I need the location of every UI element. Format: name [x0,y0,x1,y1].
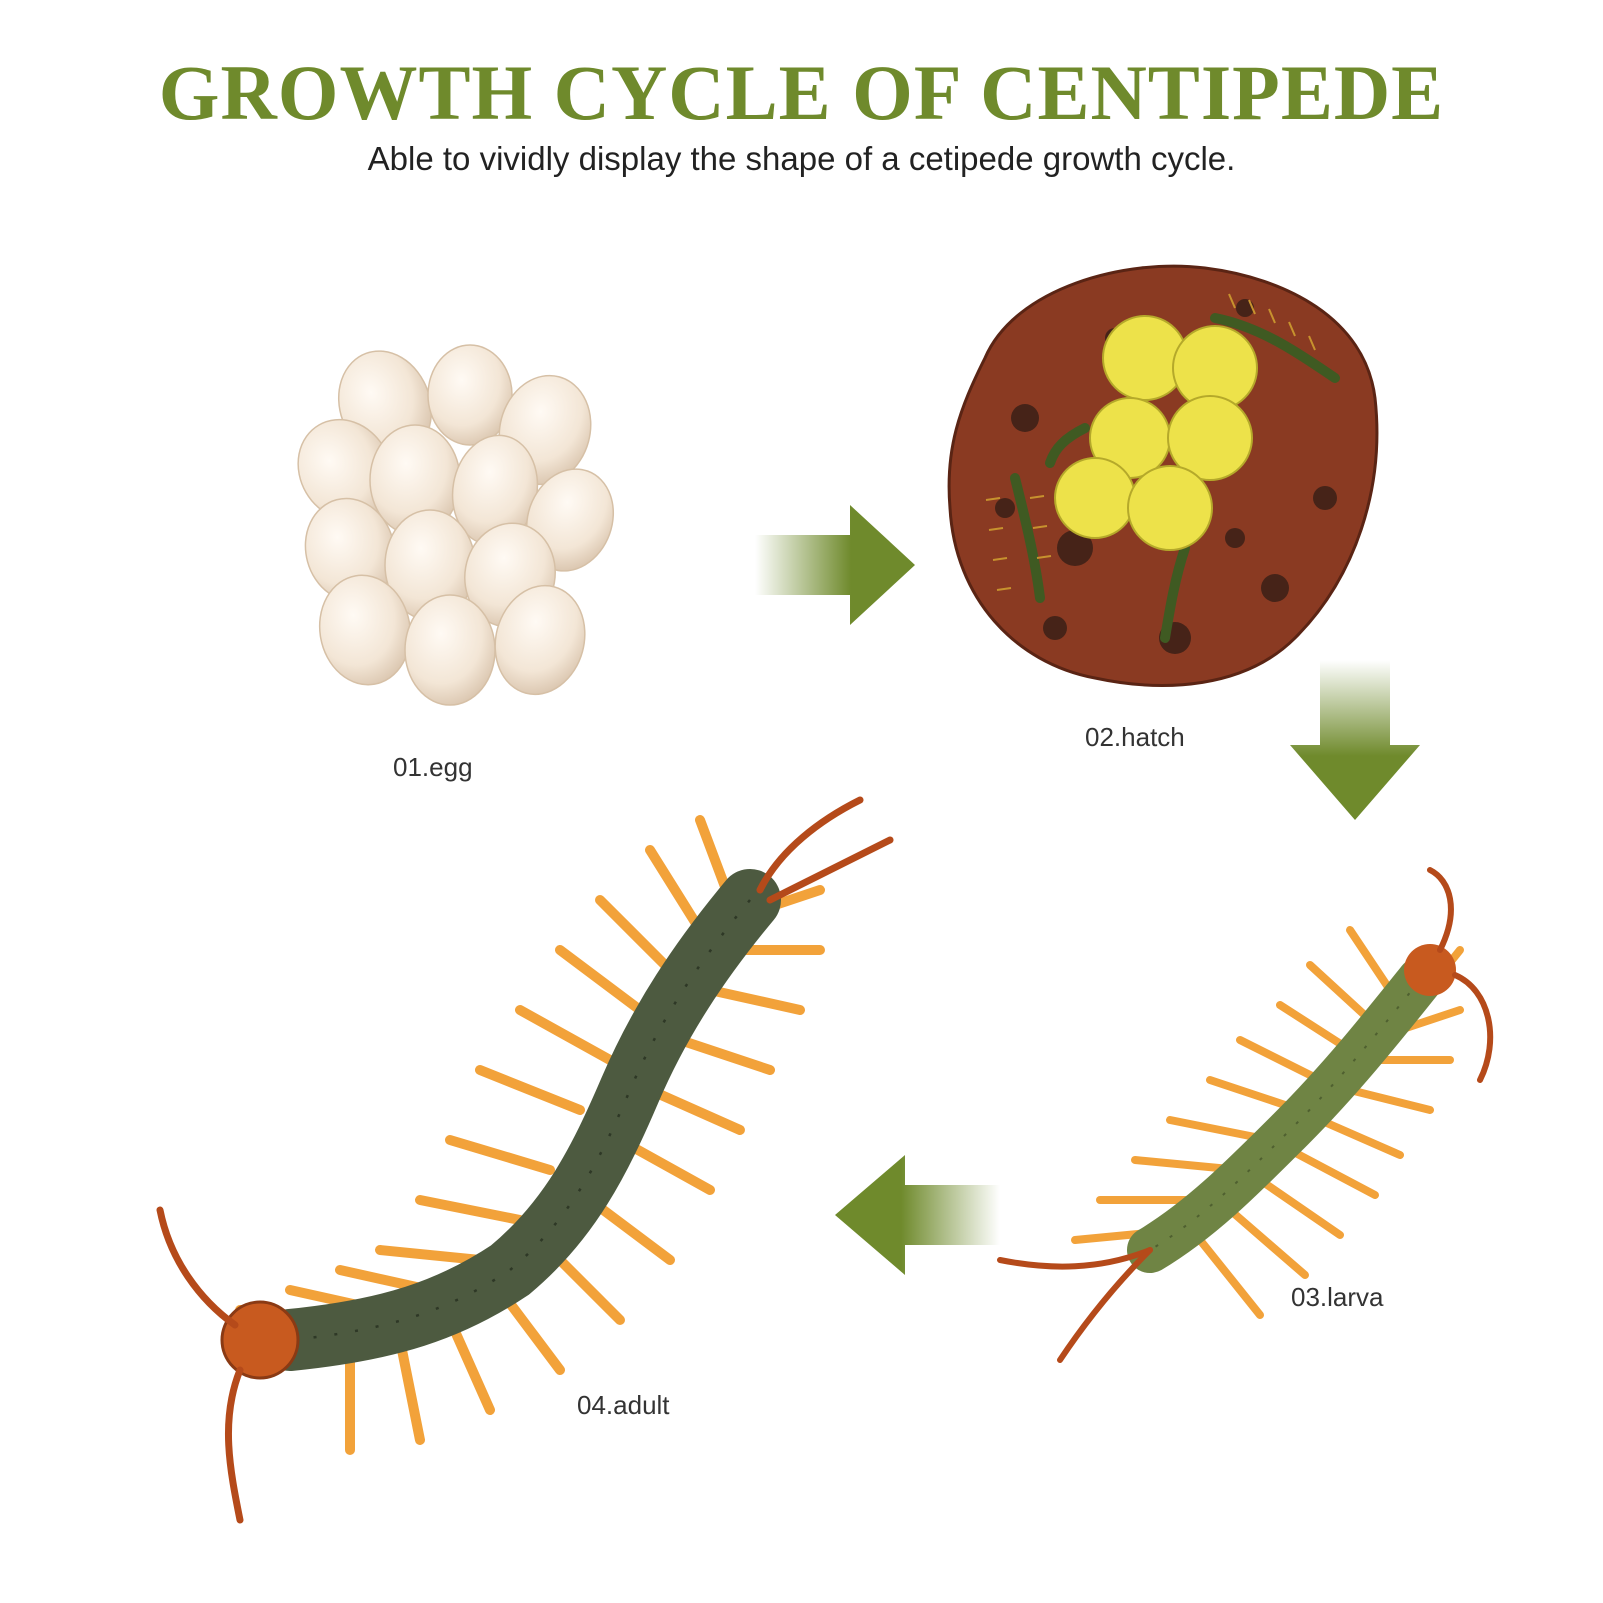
hatchling-group [1010,313,1340,643]
adult-image [156,796,894,1524]
hatch-egg-group [1054,315,1258,551]
page-title: GROWTH CYCLE OF CENTIPEDE [158,49,1445,136]
egg-group [297,344,615,706]
stage-label-larva: 03.larva [1291,1282,1384,1312]
hatch-rock-image [947,264,1379,687]
stage-label-adult: 04.adult [577,1390,670,1420]
stage-label-egg: 01.egg [393,752,473,782]
larva-body [1127,957,1443,1273]
larva-image [997,867,1494,1363]
stage-label-hatch: 02.hatch [1085,722,1185,752]
adult-body [259,869,781,1371]
adult-head [220,1300,300,1380]
arrow-down-icon [1290,660,1420,820]
arrow-right-icon [755,505,915,625]
larva-legs [1071,926,1464,1319]
egg-cluster-image [297,344,615,706]
page-subtitle: Able to vividly display the shape of a c… [367,140,1236,177]
larva-head [1404,944,1456,996]
arrow-left-icon [835,1155,1000,1275]
